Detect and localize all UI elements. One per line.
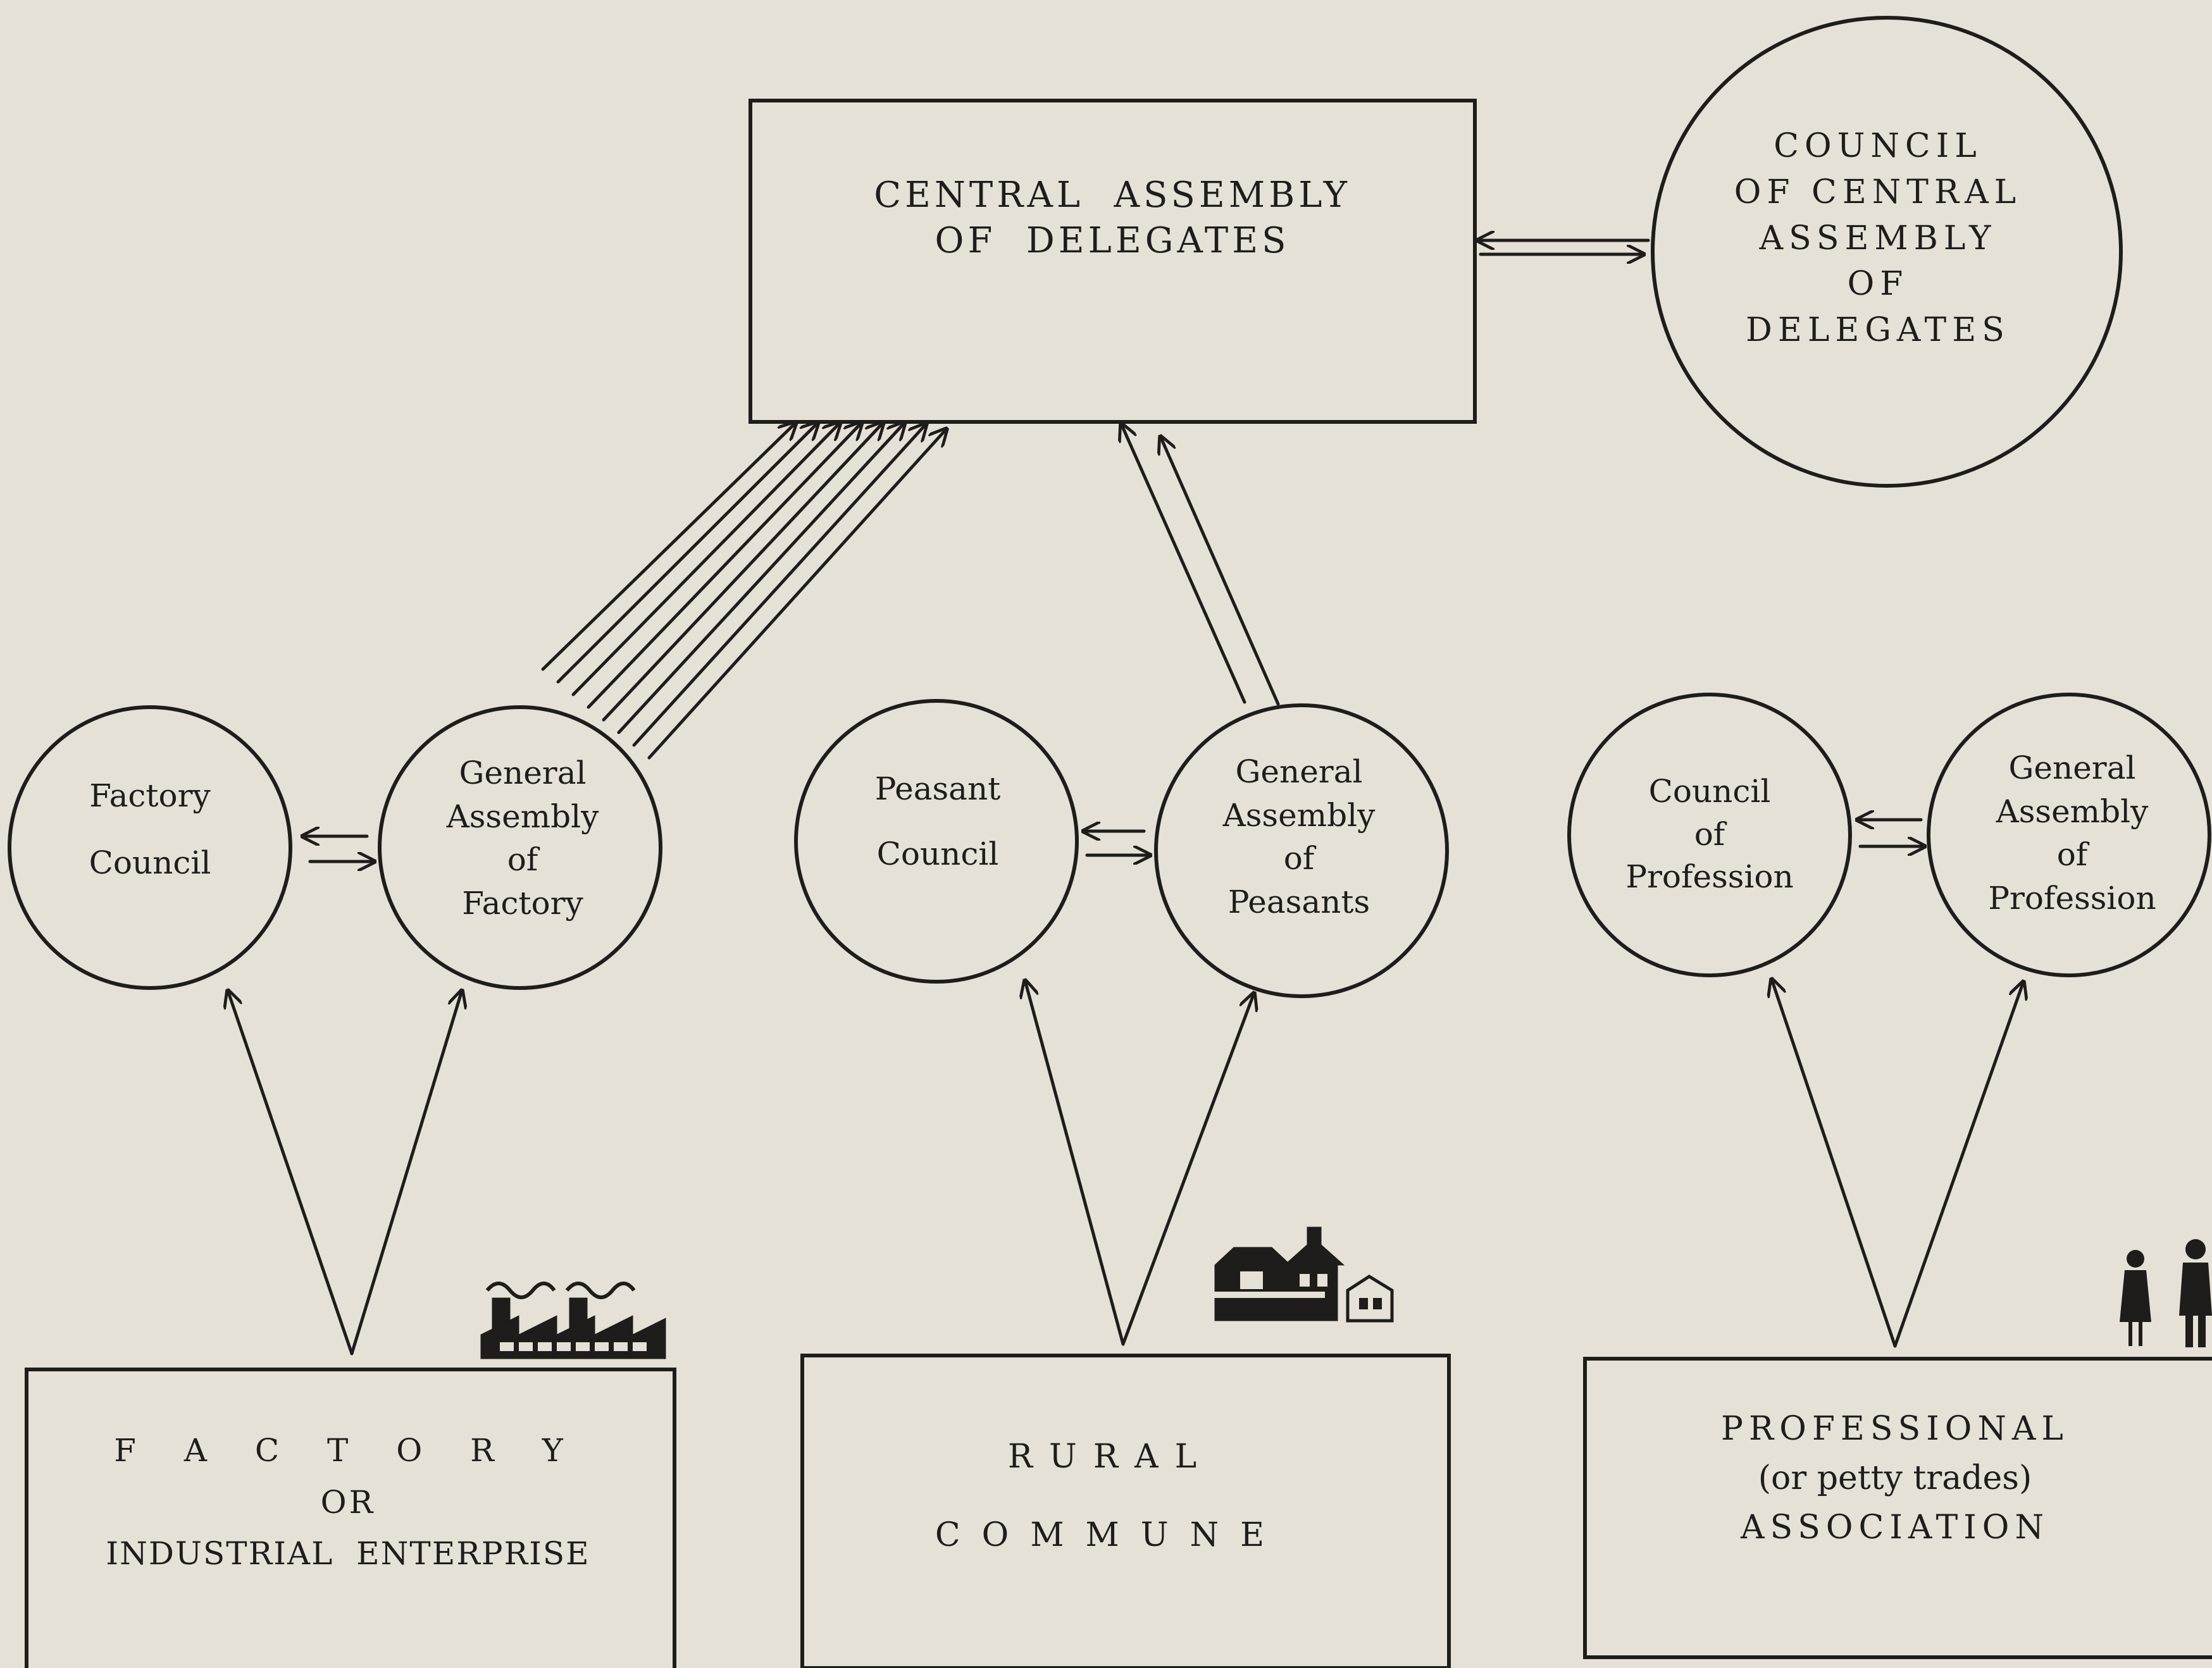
council-of-central-line4: OF: [1847, 265, 1909, 304]
arrows-peasants-to-central: [1121, 424, 1280, 706]
rural-commune-box: [800, 1354, 1451, 1668]
general-assembly-peasants-line4: Peasants: [1227, 883, 1370, 920]
factory-enterprise-line3: INDUSTRIAL ENTERPRISE: [106, 1535, 590, 1572]
striped-arrows-factory-to-central: [541, 423, 947, 760]
general-assembly-factory-line3: of: [507, 841, 538, 878]
professional-association-line1: PROFESSIONAL: [1721, 1410, 2069, 1448]
general-assembly-peasants-line2: Assembly: [1222, 796, 1376, 834]
arrow-peasant-council-to-assembly: [1083, 831, 1150, 855]
council-of-central-assembly-label: COUNCIL OF CENTRAL ASSEMBLY OF DELEGATES: [1734, 123, 2022, 354]
central-assembly-box: [749, 99, 1477, 424]
general-assembly-profession-line3: of: [2056, 836, 2088, 873]
rural-commune-label: RURAL COMMUNE: [935, 1435, 1286, 1557]
factory-enterprise-line1: F A C T O R Y: [114, 1432, 582, 1469]
arrows-rural-commune-up: [1025, 980, 1254, 1346]
council-of-profession-line3: Profession: [1625, 858, 1794, 895]
rural-commune-line1: RURAL: [1007, 1438, 1214, 1476]
general-assembly-peasants-line1: General: [1235, 753, 1363, 790]
general-assembly-profession-label: General Assembly of Profession: [1988, 746, 2156, 920]
peasant-council-line1: Peasant: [874, 770, 1001, 807]
professional-association-line3: ASSOCIATION: [1741, 1509, 2049, 1547]
central-assembly-line2: OF DELEGATES: [935, 220, 1290, 262]
council-of-central-line3: ASSEMBLY: [1759, 219, 1997, 257]
central-assembly-label: CENTRAL ASSEMBLY OF DELEGATES: [874, 171, 1351, 266]
peasant-council-line2: Council: [876, 836, 999, 872]
council-of-central-assembly-circle: [1651, 16, 2123, 488]
general-assembly-profession-line4: Profession: [1988, 879, 2156, 917]
factory-enterprise-label: F A C T O R Y OR INDUSTRIAL ENTERPRISE: [106, 1430, 590, 1576]
general-assembly-factory-line2: Assembly: [446, 798, 599, 835]
general-assembly-peasants-circle: [1154, 703, 1449, 998]
factory-enterprise-box: [25, 1368, 676, 1668]
factory-council-line2: Council: [89, 844, 211, 881]
council-of-profession-circle: [1567, 693, 1852, 977]
arrow-profession-council-to-assembly: [1857, 820, 1925, 846]
general-assembly-profession-circle: [1927, 693, 2211, 977]
general-assembly-profession-line1: General: [2008, 750, 2136, 786]
arrow-factory-council-to-assembly: [302, 836, 375, 862]
council-of-profession-line1: Council: [1648, 773, 1771, 810]
council-of-profession-label: Council of Profession: [1625, 770, 1793, 899]
council-of-central-line1: COUNCIL: [1774, 127, 1982, 165]
factory-enterprise-line2: OR: [320, 1483, 376, 1521]
council-of-profession-line2: of: [1694, 815, 1725, 853]
factory-council-line1: Factory: [89, 777, 211, 814]
council-of-central-line2: OF CENTRAL: [1734, 173, 2022, 211]
general-assembly-factory-line4: Factory: [462, 884, 583, 922]
council-of-central-line5: DELEGATES: [1746, 311, 2010, 350]
general-assembly-profession-line2: Assembly: [1996, 793, 2149, 830]
farm-icon: [1214, 1226, 1394, 1323]
professional-association-line2: (or petty trades): [1758, 1459, 2032, 1497]
general-assembly-factory-label: General Assembly of Factory: [447, 751, 599, 925]
peasant-council-circle: [794, 699, 1079, 984]
general-assembly-peasants-label: General Assembly of Peasants: [1223, 750, 1376, 924]
professional-association-box: [1583, 1357, 2212, 1659]
peasant-council-label: Peasant Council: [875, 765, 1001, 878]
general-assembly-peasants-line3: of: [1283, 840, 1315, 877]
general-assembly-factory-line1: General: [459, 755, 587, 791]
factory-icon: [480, 1282, 666, 1359]
rural-commune-line2: COMMUNE: [935, 1516, 1286, 1555]
arrows-factory-enterprise-up: [228, 991, 462, 1356]
general-assembly-factory-circle: [378, 705, 662, 990]
professional-association-label: PROFESSIONAL (or petty trades) ASSOCIATI…: [1721, 1404, 2069, 1552]
central-assembly-line1: CENTRAL ASSEMBLY: [874, 175, 1351, 216]
factory-council-label: Factory Council: [89, 772, 211, 887]
factory-council-circle: [8, 705, 292, 990]
arrows-professional-up: [1772, 979, 2023, 1348]
arrow-central-assembly-to-council: [1477, 240, 1650, 254]
people-icon: [2120, 1239, 2212, 1347]
